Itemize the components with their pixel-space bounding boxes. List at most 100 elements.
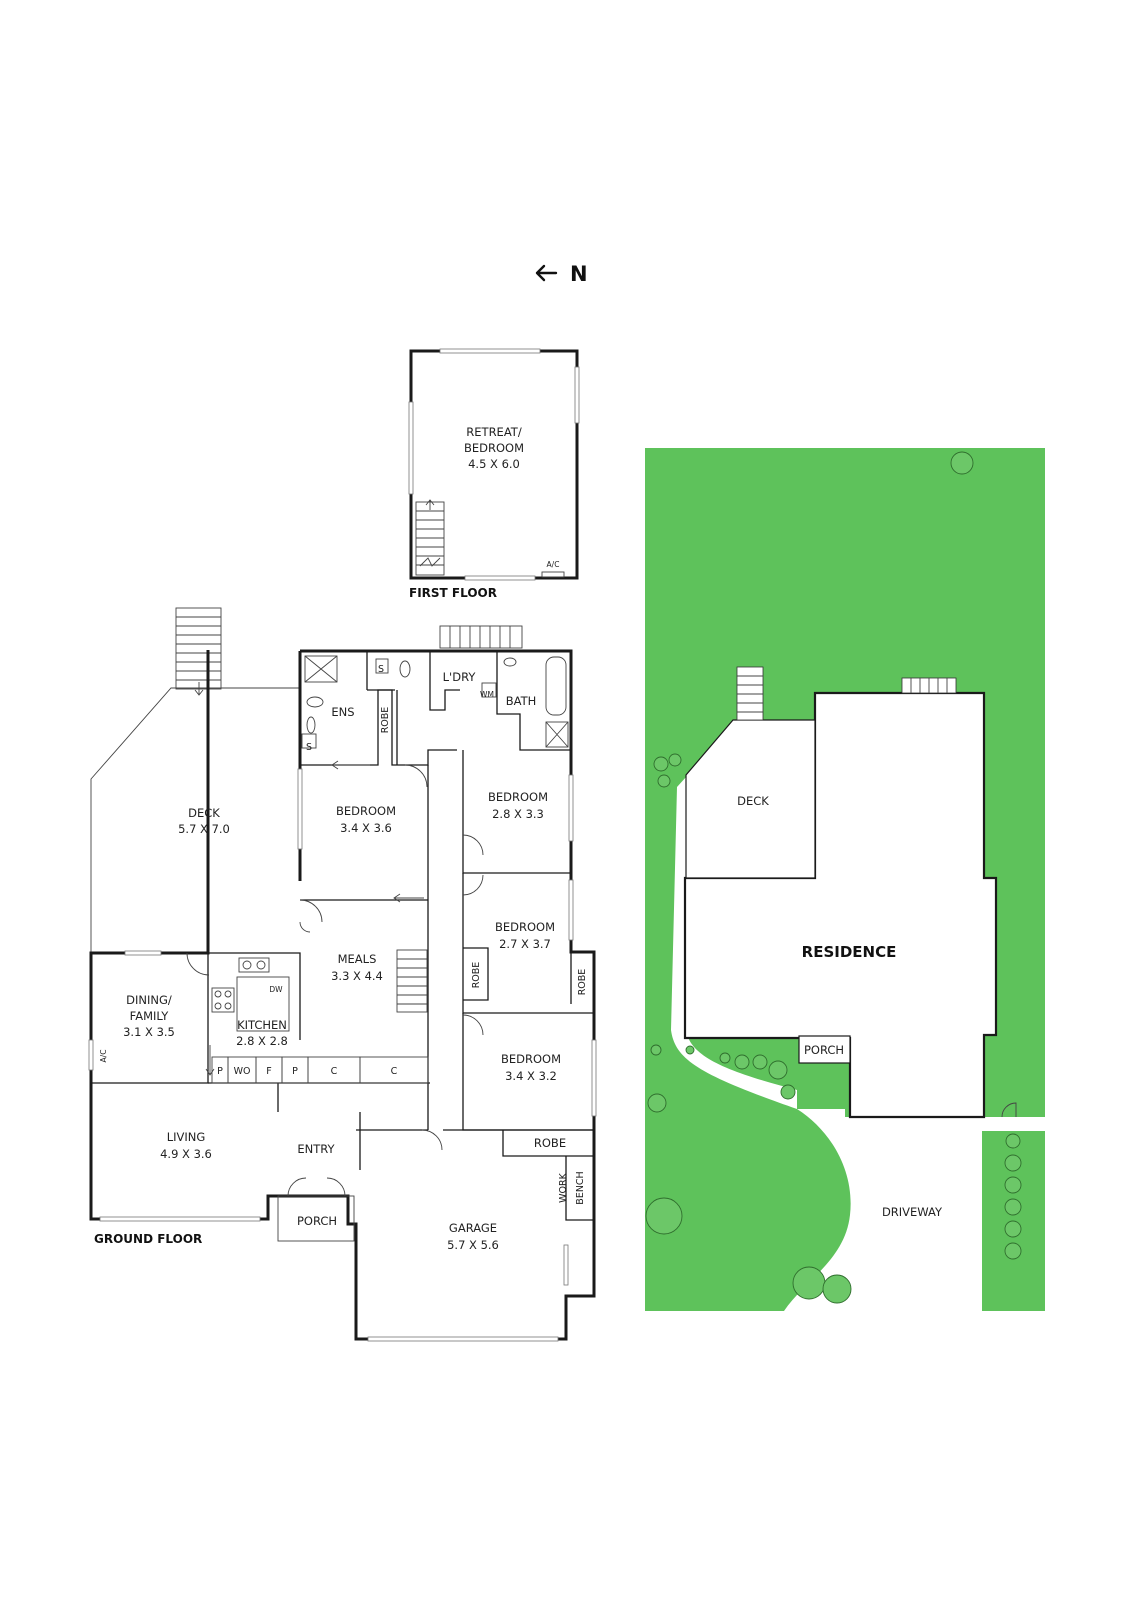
window [99,1216,261,1222]
door-swing [326,1177,346,1197]
toilet-icon [306,696,324,708]
window [408,401,414,495]
s-label-2: S [306,742,312,753]
basin-icon [306,716,316,734]
window [574,366,580,424]
sink-icon [238,957,270,973]
site-porch-label: PORCH [804,1043,844,1057]
north-label: N [570,262,588,286]
basin-icon [503,657,517,667]
work-bench-label-1: WORK [558,1172,569,1202]
robe-b3-right-label: ROBE [577,969,588,996]
door-swing [299,899,323,923]
window [297,768,303,850]
first-floor-plan: A/C RETREAT/ BEDROOM 4.5 X 6.0 FIRST FLO… [408,348,580,600]
ground-ac-label: A/C [99,1050,108,1063]
cupboard-walk-in-label: WO [234,1066,251,1077]
bedroom-4-dims: 3.4 X 3.2 [505,1069,557,1083]
robe-b3-left-label: ROBE [471,962,482,989]
door-swing [299,921,311,933]
robe-garage-label: ROBE [534,1136,566,1150]
deck-label: DECK [188,806,220,820]
shower-icon [304,655,338,683]
kitchen-island [236,976,290,1032]
site-driveway-label: DRIVEWAY [882,1205,943,1219]
garage-dims: 5.7 X 5.6 [447,1238,499,1252]
toilet-icon [399,660,411,678]
dining-label-1: DINING/ [126,993,172,1007]
entry-label: ENTRY [297,1142,335,1156]
site-residence-label: RESIDENCE [802,943,897,961]
ens-label: ENS [331,705,354,719]
meals-dims: 3.3 X 4.4 [331,969,383,983]
ground-floor-plan: DW P WO F P C C DECK 5.7 X 7.0 ENS S S R… [88,607,597,1342]
first-floor-title: FIRST FLOOR [409,586,497,600]
bedroom-3-dims: 2.7 X 3.7 [499,937,551,951]
side-path [671,765,797,1109]
s-label-1: S [378,664,384,675]
robe-ens-label: ROBE [380,707,391,734]
deck-outline [90,687,300,953]
meals-stairs-icon [396,949,428,1013]
window [124,950,162,956]
site-deck-stairs-icon [736,666,764,721]
bathtub-icon [545,656,567,716]
window [568,774,574,842]
window [563,1244,569,1286]
residence-outline [683,691,998,1119]
door-swing [404,764,428,788]
bedroom-2-label: BEDROOM [488,790,548,804]
north-arrow-icon [535,264,558,282]
kitchen-dims: 2.8 X 2.8 [236,1034,288,1048]
dining-label-2: FAMILY [130,1009,170,1023]
cupboard-c1-label: C [331,1066,338,1077]
cooktop-icon [211,987,235,1013]
window [568,879,574,941]
wm-label: WM [480,690,494,699]
porch-label: PORCH [297,1214,337,1228]
door-swing [186,952,210,976]
site-porch-outline [798,1035,851,1064]
cupboard-fridge-label: F [266,1066,271,1077]
cupboard-pantry2-label: P [292,1066,298,1077]
bedroom-main-dims: 3.4 X 3.6 [340,821,392,835]
door-swing [287,1177,307,1197]
bedroom-main-label: BEDROOM [336,804,396,818]
retreat-label-1: RETREAT/ [466,425,522,439]
bedroom-3-label: BEDROOM [495,920,555,934]
meals-label: MEALS [338,952,377,966]
ground-floor-title: GROUND FLOOR [94,1232,202,1246]
window [88,1039,94,1071]
laundry-stairs-icon [439,625,523,649]
cupboard-row: P WO F P C C [211,1056,429,1084]
tree-icon [645,451,1022,1304]
window [591,1039,597,1117]
cupboard-c2-label: C [391,1066,398,1077]
window [367,1336,559,1342]
cupboard-pantry-label: P [217,1066,223,1077]
driveway-area [784,1109,1045,1311]
washing-machine-icon [481,682,497,698]
bath-label: BATH [506,694,537,708]
north-compass: N [535,262,588,286]
retreat-label-2: BEDROOM [464,441,524,455]
living-label: LIVING [167,1130,206,1144]
garage-label: GARAGE [449,1221,497,1235]
bedroom-2-dims: 2.8 X 3.3 [492,807,544,821]
deck-dims: 5.7 X 7.0 [178,822,230,836]
laundry-label: L'DRY [443,670,477,684]
deck-stairs-icon [175,607,222,696]
kitchen-label: KITCHEN [237,1018,287,1032]
retreat-dims: 4.5 X 6.0 [468,457,520,471]
living-dims: 4.9 X 3.6 [160,1147,212,1161]
work-bench-label-2: BENCH [575,1171,586,1204]
window [464,575,536,581]
door-swing [462,834,484,856]
dw-label: DW [269,985,283,994]
porch-outline [277,1195,355,1242]
stairs-icon [415,499,445,576]
ac-unit [541,571,565,578]
site-plan: DECK RESIDENCE PORCH DRIVEWAY [645,448,1045,1311]
window [439,348,541,354]
